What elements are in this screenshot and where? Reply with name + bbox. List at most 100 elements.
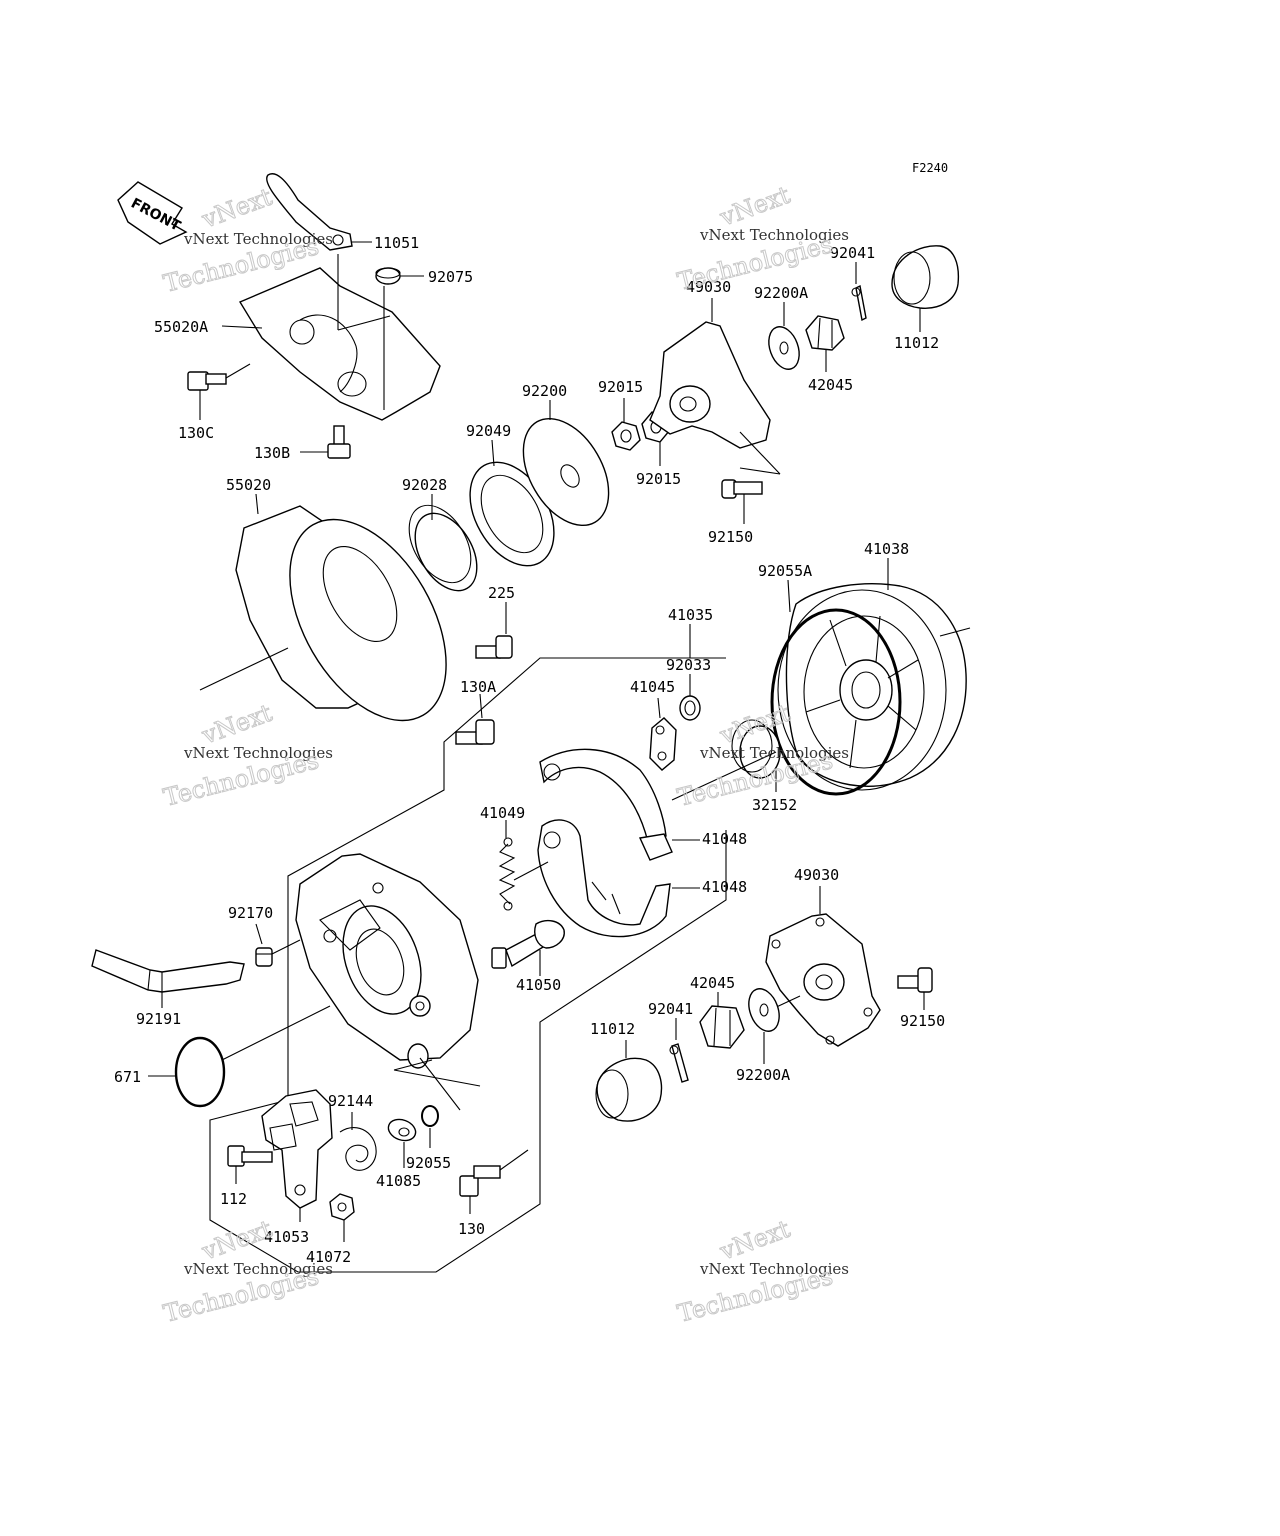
label-11012-top: 11012: [894, 334, 939, 352]
label-92049: 92049: [466, 422, 511, 440]
bolt-225: [475, 602, 513, 659]
label-42045-bottom: 42045: [690, 974, 735, 992]
label-41048-a: 41048: [702, 830, 747, 848]
label-92055: 92055: [406, 1154, 451, 1172]
o-ring-671: [148, 1005, 331, 1108]
svg-text:vNext: vNext: [198, 699, 276, 750]
cam-shaft-41050: [491, 919, 565, 976]
label-92015-a: 92015: [598, 378, 643, 396]
watermark-bottom-right: vNext Technologies vNext Technologies: [674, 1214, 849, 1328]
ring-92028: [408, 494, 478, 592]
snap-ring-92033: [679, 674, 701, 721]
cotter-pin-92041-bottom: [669, 1018, 689, 1083]
diagram-code: F2240: [912, 161, 948, 175]
nut-92015-a: [611, 398, 641, 451]
plate-41045: [649, 697, 677, 771]
brake-shoe-41048-a: [539, 748, 700, 861]
washer-92200A-top: [768, 302, 800, 370]
brake-shoe-41048-b: [537, 819, 700, 938]
label-49030-bottom: 49030: [794, 866, 839, 884]
label-92200A-bottom: 92200A: [736, 1066, 790, 1084]
label-92200A-top: 92200A: [754, 284, 808, 302]
bolt-130C: [187, 363, 251, 420]
label-130B: 130B: [254, 444, 290, 462]
svg-text:vNext Technologies: vNext Technologies: [699, 744, 849, 762]
cap-11012-top: [891, 245, 960, 332]
label-130C: 130C: [178, 424, 214, 442]
brake-drum-55020: [199, 505, 447, 722]
hub-49030-top: [649, 298, 771, 449]
label-41049: 41049: [480, 804, 525, 822]
backing-plate: [295, 853, 481, 1111]
cap-92075: [375, 267, 424, 285]
label-92144: 92144: [328, 1092, 373, 1110]
front-arrow-icon: FRONT: [117, 181, 188, 245]
castle-nut-42045-bottom: [699, 992, 745, 1049]
nut-41072: [329, 1193, 355, 1242]
svg-text:vNext: vNext: [716, 1215, 794, 1266]
brake-cover-55020A: [238, 254, 441, 421]
bolt-112: [227, 1145, 273, 1184]
watermark-mid-left: vNext Technologies vNext Technologies: [160, 698, 333, 812]
label-112: 112: [220, 1190, 247, 1208]
bolt-92150-bottom: [897, 967, 933, 1010]
washer-92200A-bottom: [748, 988, 780, 1064]
label-55020A: 55020A: [154, 318, 208, 336]
part-labels: 11051 92075 55020A 130C 130B 55020 92028…: [114, 234, 945, 1266]
cap-11012-bottom: [595, 1040, 663, 1122]
torsion-spring-92144: [339, 1112, 377, 1171]
hose-92191: [91, 949, 245, 1008]
o-ring-92055: [421, 1105, 439, 1148]
label-41050: 41050: [516, 976, 561, 994]
label-225: 225: [488, 584, 515, 602]
label-42045-top: 42045: [808, 376, 853, 394]
label-130A: 130A: [460, 678, 496, 696]
label-92150-top: 92150: [708, 528, 753, 546]
spring-41049: [498, 820, 549, 911]
label-92015-b: 92015: [636, 470, 681, 488]
svg-text:vNext: vNext: [716, 181, 794, 232]
svg-text:vNext Technologies: vNext Technologies: [183, 744, 333, 762]
label-671: 671: [114, 1068, 141, 1086]
watermark-top-right: vNext Technologies vNext Technologies: [674, 180, 849, 296]
svg-text:vNext: vNext: [198, 1215, 276, 1266]
lever-plate-41053: [261, 1089, 333, 1222]
label-41045: 41045: [630, 678, 675, 696]
svg-text:vNext Technologies: vNext Technologies: [183, 1260, 333, 1278]
castle-nut-42045-top: [805, 315, 845, 372]
washer-92200: [522, 400, 610, 527]
label-92041-bottom: 92041: [648, 1000, 693, 1018]
label-41085: 41085: [376, 1172, 421, 1190]
bolt-130B: [300, 425, 351, 459]
label-11012-bottom: 11012: [590, 1020, 635, 1038]
label-11051: 11051: [374, 234, 419, 252]
svg-text:vNext Technologies: vNext Technologies: [183, 230, 333, 248]
svg-text:vNext Technologies: vNext Technologies: [699, 1260, 849, 1278]
label-41053: 41053: [264, 1228, 309, 1246]
label-92033: 92033: [666, 656, 711, 674]
label-92041-top: 92041: [830, 244, 875, 262]
label-41072: 41072: [306, 1248, 351, 1266]
washer-41085: [387, 1118, 417, 1168]
svg-text:vNext: vNext: [198, 183, 276, 234]
label-130: 130: [458, 1220, 485, 1238]
label-55020: 55020: [226, 476, 271, 494]
nipple-92170: [255, 923, 301, 967]
hub-49030-bottom: [765, 886, 881, 1047]
label-32152: 32152: [752, 796, 797, 814]
label-41048-b: 41048: [702, 878, 747, 896]
drum-41038: [777, 558, 971, 791]
group-outline-41035: [209, 657, 727, 1273]
label-92028: 92028: [402, 476, 447, 494]
svg-text:vNext Technologies: vNext Technologies: [699, 226, 849, 244]
label-41038: 41038: [864, 540, 909, 558]
cotter-pin-92041-top: [851, 262, 867, 322]
label-92191: 92191: [136, 1010, 181, 1028]
label-92150-bottom: 92150: [900, 1012, 945, 1030]
o-ring-92055A: [770, 579, 902, 796]
spacer-32152: [731, 719, 781, 792]
bolt-130: [459, 1149, 529, 1214]
label-92200: 92200: [522, 382, 567, 400]
label-92075: 92075: [428, 268, 473, 286]
